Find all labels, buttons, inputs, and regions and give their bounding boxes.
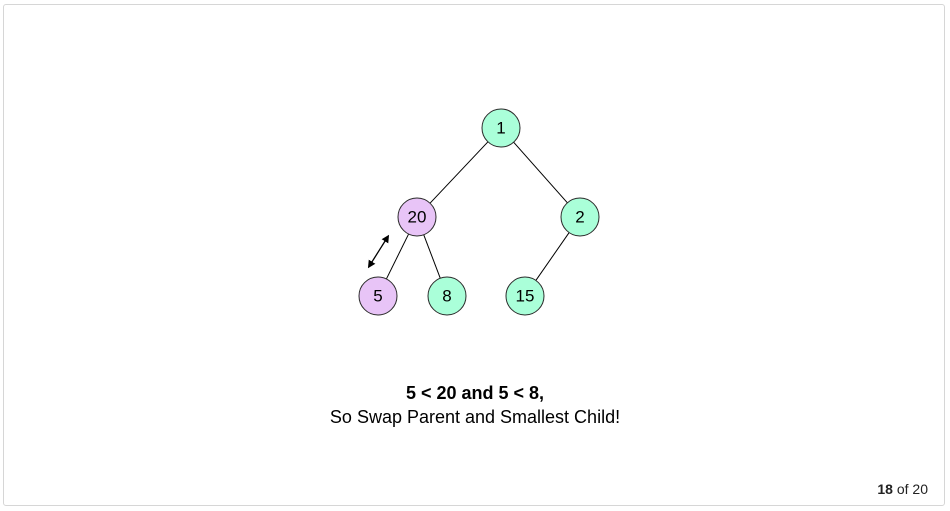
node-label: 20 [408,208,427,227]
tree-edges [385,141,570,281]
node-15: 15 [505,276,545,316]
node-8: 8 [427,276,467,316]
node-5: 5 [358,276,398,316]
caption-instruction: So Swap Parent and Smallest Child! [329,407,621,427]
node-label: 2 [575,208,584,227]
edge-n2-n15 [535,232,570,281]
node-20: 20 [397,197,437,237]
node-label: 15 [516,287,535,306]
node-circle [560,197,600,237]
edge-n20-n8 [423,234,441,279]
node-label: 1 [496,119,505,138]
slide-total: of 20 [896,481,928,497]
caption-comparison: 5 < 20 and 5 < 8, [405,383,545,403]
slide-counter: 18 of 20 [877,481,928,497]
swap-arrow-n20-n5 [367,234,390,269]
node-2: 2 [560,197,600,237]
node-circle [397,197,437,237]
slide-frame [3,4,945,506]
node-1: 1 [481,108,521,148]
node-circle [505,276,545,316]
swap-arrow [367,234,390,269]
edge-n1-n2 [513,141,568,204]
tree-nodes: 1 20 2 5 8 15 [358,108,600,316]
node-label: 5 [373,287,382,306]
node-circle [481,108,521,148]
node-circle [358,276,398,316]
edge-n20-n5 [385,233,410,280]
node-label: 8 [442,287,451,306]
edge-n1-n20 [429,141,489,204]
slide-current: 18 [877,481,893,497]
caption: 5 < 20 and 5 < 8, So Swap Parent and Sma… [0,381,950,429]
node-circle [427,276,467,316]
